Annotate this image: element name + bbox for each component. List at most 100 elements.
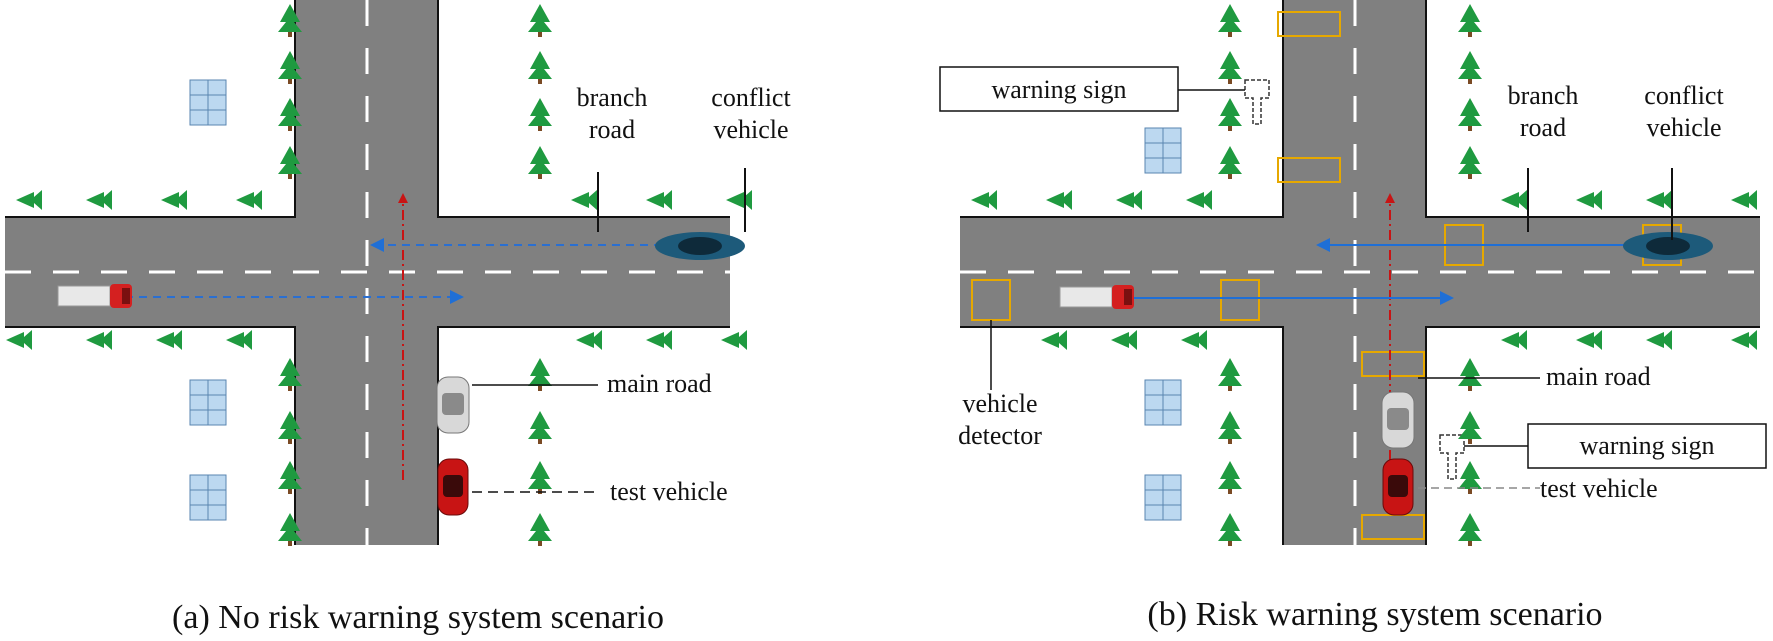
tree-icon [726,190,752,210]
tree-icon [528,4,552,37]
tree-icon [1218,513,1242,546]
tree-icon [1576,190,1602,210]
tree-icon [571,190,597,210]
tree-icon [971,190,997,210]
conflict-vehicle-label: conflict vehicle [711,83,791,144]
conflict-vehicle-line-2: vehicle [1646,113,1721,142]
panel-a: branch road conflict vehicle main road tes… [5,0,791,636]
conflict-vehicle-line-2: vehicle [713,115,788,144]
conflict-car-icon [1623,232,1713,260]
tree-icon [278,411,302,444]
tree-icon [1458,51,1482,84]
road-network-b [960,0,1760,545]
red-car-icon [1382,458,1414,516]
warning-sign-icon [1244,79,1465,480]
panel-b: warning sign branch road conflict vehicle … [939,0,1767,633]
tree-icon [576,330,602,350]
tree-icon [528,146,552,179]
tree-icon [278,146,302,179]
tree-icon [1218,411,1242,444]
warning-sign-top-label: warning sign [991,75,1126,104]
tree-icon [6,330,32,350]
tree-icon [1458,358,1482,391]
tree-icon [1458,411,1482,444]
tree-icon [1458,461,1482,494]
warning-sign-bottom-box [1527,423,1767,469]
tree-icon [1458,146,1482,179]
main-road-label: main road [1546,362,1651,391]
tree-icon [1111,330,1137,350]
tree-icon [1181,330,1207,350]
tree-icon [1458,513,1482,546]
tree-icon [1041,330,1067,350]
main-road-label: main road [607,369,712,398]
tree-icon [278,51,302,84]
tree-icon [1186,190,1212,210]
warning-sign-bottom-label: warning sign [1579,431,1714,460]
tree-icon [528,51,552,84]
tree-icon [1458,98,1482,131]
tree-icon [86,330,112,350]
tree-icon [236,190,262,210]
tree-icon [1116,190,1142,210]
building-icon [189,79,227,521]
tree-icon [1501,190,1527,210]
test-vehicle-label: test vehicle [610,477,728,506]
tree-icon [1646,330,1672,350]
tree-icon [6,4,752,546]
tree-icon [278,513,302,546]
panel-b-caption: (b) Risk warning system scenario [1147,596,1602,633]
tree-icon [646,330,672,350]
tree-icon [1731,330,1757,350]
tree-icon [278,98,302,131]
conflict-vehicle-line-1: conflict [1644,81,1724,110]
tree-icon [1218,461,1242,494]
tree-icon [1646,190,1672,210]
branch-road-line-1: branch [577,83,648,112]
tree-icon [971,4,1757,546]
tree-icon [646,190,672,210]
tree-icon [1731,190,1757,210]
tree-icon [278,461,302,494]
tree-icon [1458,4,1482,37]
white-car-icon [436,376,470,434]
test-vehicle-label: test vehicle [1540,474,1658,503]
tree-icon [1046,190,1072,210]
tree-icon [156,330,182,350]
tree-icon [1576,330,1602,350]
white-car-icon [1381,391,1415,449]
warning-sign-top-box [939,66,1179,112]
tree-icon [161,190,187,210]
tree-icon [278,4,302,37]
branch-road-label: branch road [577,83,648,144]
branch-road-line-2: road [1520,113,1566,142]
vehicle-detector-label: vehicle detector [958,389,1042,450]
red-car-icon [437,458,469,516]
conflict-vehicle-label: conflict vehicle [1644,81,1724,142]
tree-icon [528,461,552,494]
building-icon [1144,127,1182,521]
tree-icon [721,330,747,350]
tree-icon [528,358,552,391]
tree-icon [1501,330,1527,350]
conflict-vehicle-line-1: conflict [711,83,791,112]
tree-icon [278,358,302,391]
vehicle-detector-line-1: vehicle [962,389,1037,418]
tree-icon [1218,98,1242,131]
branch-road-line-2: road [589,115,635,144]
truck-icon [57,284,132,308]
branch-road-line-1: branch [1508,81,1579,110]
vehicle-detector-line-2: detector [958,421,1042,450]
tree-icon [528,98,552,131]
truck-icon [1059,285,1134,309]
panel-a-caption: (a) No risk warning system scenario [172,599,664,636]
conflict-car-icon [655,232,745,260]
tree-icon [528,411,552,444]
tree-icon [1218,146,1242,179]
tree-icon [16,190,42,210]
tree-icon [1218,51,1242,84]
tree-icon [1218,358,1242,391]
tree-icon [1218,4,1242,37]
tree-icon [86,190,112,210]
